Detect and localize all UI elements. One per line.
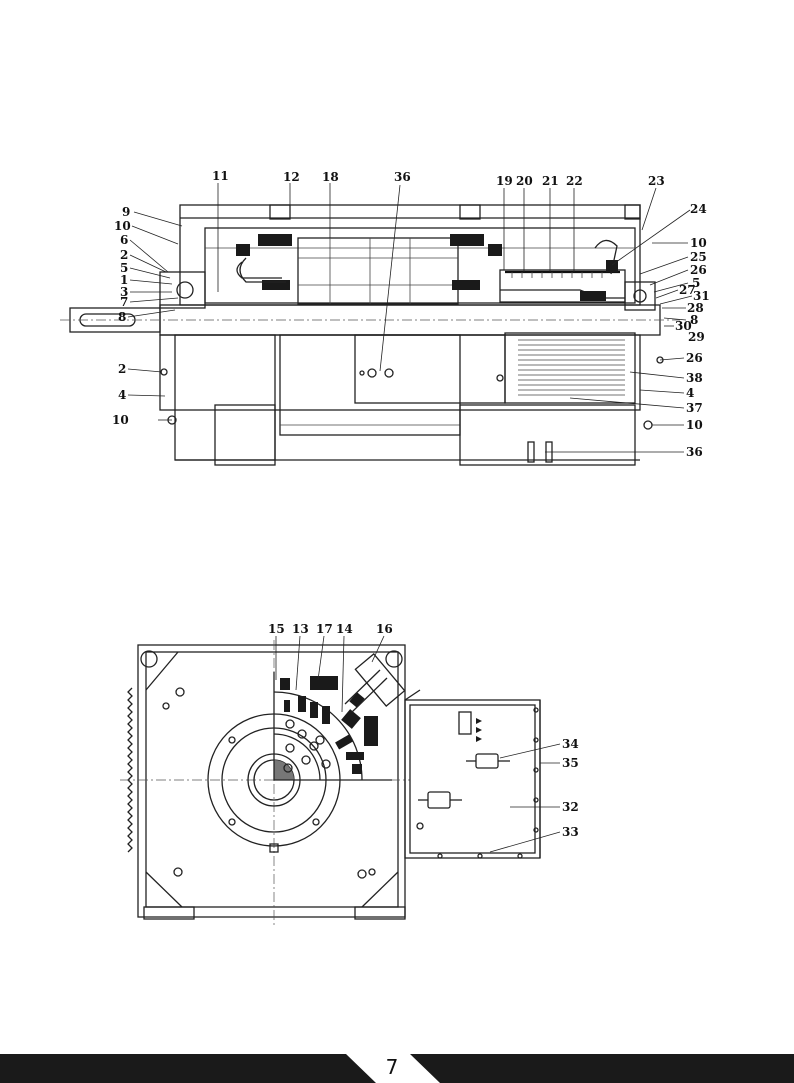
- part-label: 36: [686, 445, 703, 459]
- part-label: 3: [120, 285, 128, 299]
- part-label: 12: [283, 170, 300, 184]
- part-label: 10: [114, 219, 131, 233]
- part-label: 34: [562, 737, 579, 751]
- part-label: 18: [322, 170, 339, 184]
- side-view-labels: 11 12 18 36 19 20 21 22 23 24 9 10 6 2 5…: [112, 169, 710, 459]
- end-view: [120, 635, 561, 925]
- part-label: 2: [118, 362, 126, 376]
- part-label: 32: [562, 800, 579, 814]
- part-label: 13: [292, 622, 309, 636]
- part-label: 31: [693, 289, 710, 303]
- part-label: 30: [675, 319, 692, 333]
- part-label: 38: [686, 371, 703, 385]
- part-label: 5: [120, 261, 128, 275]
- part-label: 19: [496, 174, 513, 188]
- part-label: 10: [690, 236, 707, 250]
- footer-band-left: [0, 1054, 376, 1083]
- page-number: 7: [386, 1055, 399, 1079]
- part-label: 9: [122, 205, 130, 219]
- part-label: 4: [118, 388, 126, 402]
- part-label: 25: [690, 250, 707, 264]
- part-label: 33: [562, 825, 579, 839]
- part-label: 24: [690, 202, 707, 216]
- part-label: 15: [268, 622, 285, 636]
- footer-band-right: [410, 1054, 794, 1083]
- part-label: 8: [690, 313, 698, 327]
- part-label: 23: [648, 174, 665, 188]
- part-label: 16: [376, 622, 393, 636]
- side-section-view: [60, 183, 693, 466]
- part-label: 11: [212, 169, 229, 183]
- part-label: 17: [316, 622, 333, 636]
- part-label: 2: [120, 248, 128, 262]
- part-label: 7: [120, 295, 128, 309]
- part-label: 26: [686, 351, 703, 365]
- page-footer: 7: [0, 1054, 794, 1083]
- part-label: 5: [692, 276, 700, 290]
- part-label: 14: [336, 622, 353, 636]
- end-view-labels: 15 13 17 14 16 34 35 32 33: [268, 622, 579, 839]
- part-label: 4: [686, 386, 694, 400]
- part-label: 27: [679, 283, 696, 297]
- part-label: 10: [112, 413, 129, 427]
- part-label: 22: [566, 174, 583, 188]
- part-label: 28: [687, 301, 704, 315]
- part-label: 36: [394, 170, 411, 184]
- part-label: 6: [120, 233, 128, 247]
- part-label: 37: [686, 401, 703, 415]
- part-label: 8: [118, 310, 126, 324]
- part-label: 20: [516, 174, 533, 188]
- part-label: 21: [542, 174, 559, 188]
- part-label: 26: [690, 263, 707, 277]
- part-label: 35: [562, 756, 579, 770]
- part-label: 10: [686, 418, 703, 432]
- part-label: 1: [120, 273, 128, 287]
- part-label: 29: [688, 330, 705, 344]
